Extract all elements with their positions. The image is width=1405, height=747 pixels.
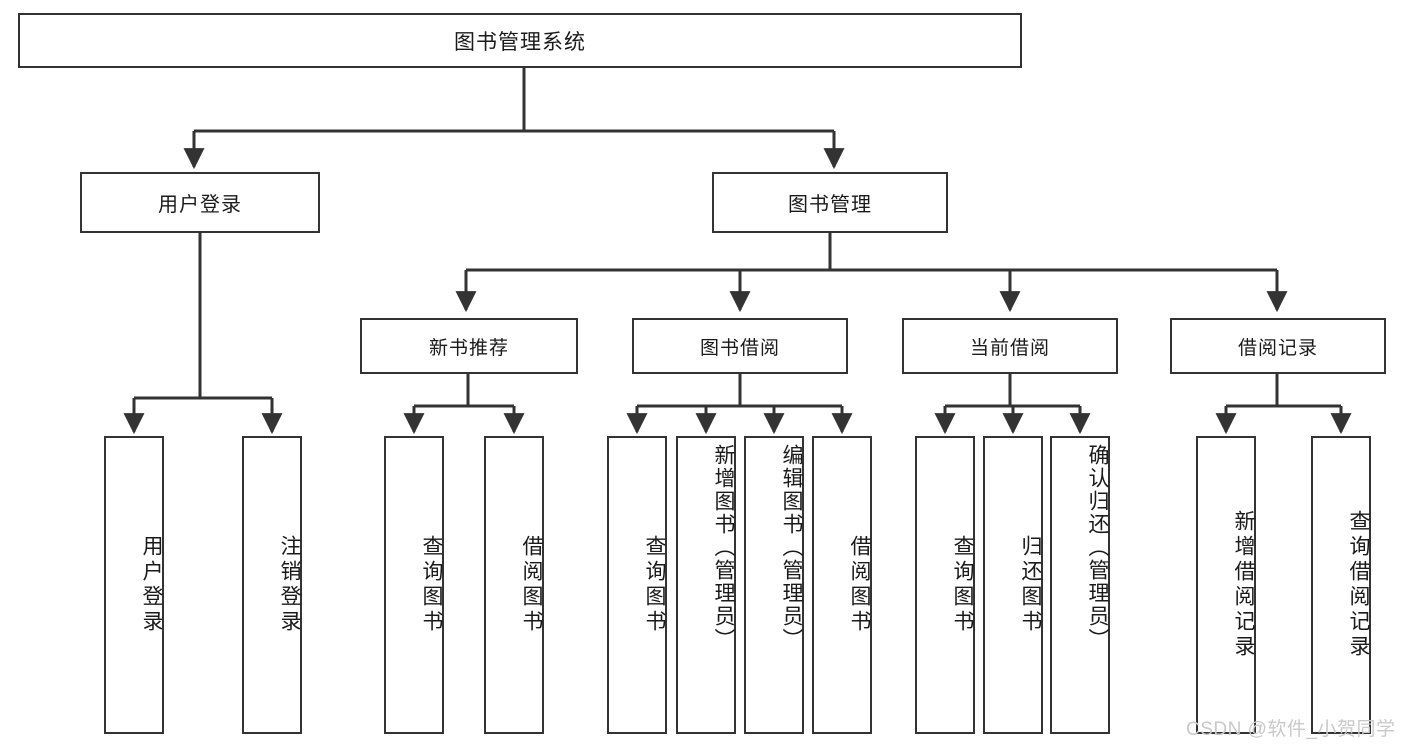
node-leaf-confirm-return-label: 确认归还（管理员） [1086,444,1109,651]
node-book-borrow[interactable]: 图书借阅 [632,318,848,374]
node-leaf-borrow-book-1-label: 借阅图书 [520,535,543,635]
node-leaf-query-book-3-label: 查询图书 [951,535,974,635]
node-root[interactable]: 图书管理系统 [18,13,1022,68]
node-leaf-user-login[interactable]: 用户登录 [104,436,164,734]
node-leaf-edit-book[interactable]: 编辑图书（管理员） [744,436,804,734]
node-book-manage-label: 图书管理 [788,194,872,216]
node-leaf-return-book[interactable]: 归还图书 [983,436,1043,734]
node-user-login-label: 用户登录 [158,194,242,216]
node-leaf-confirm-return[interactable]: 确认归还（管理员） [1050,436,1110,734]
node-borrow-record[interactable]: 借阅记录 [1170,318,1386,374]
node-leaf-query-book-3[interactable]: 查询图书 [915,436,975,734]
node-leaf-borrow-book-2[interactable]: 借阅图书 [812,436,872,734]
node-leaf-user-logout-label: 注销登录 [278,535,301,635]
node-leaf-user-login-label: 用户登录 [140,535,163,635]
node-current-borrow-label: 当前借阅 [969,337,1050,359]
node-leaf-borrow-book-2-label: 借阅图书 [848,535,871,635]
node-leaf-user-logout[interactable]: 注销登录 [242,436,302,734]
node-leaf-query-book-2[interactable]: 查询图书 [607,436,667,734]
node-leaf-query-record[interactable]: 查询借阅记录 [1311,436,1371,734]
node-leaf-query-record-label: 查询借阅记录 [1347,510,1370,660]
node-leaf-add-record[interactable]: 新增借阅记录 [1196,436,1256,734]
node-current-borrow[interactable]: 当前借阅 [902,318,1118,374]
node-new-book-rec[interactable]: 新书推荐 [360,318,578,374]
node-leaf-edit-book-label: 编辑图书（管理员） [780,444,803,651]
node-leaf-borrow-book-1[interactable]: 借阅图书 [484,436,544,734]
node-borrow-record-label: 借阅记录 [1237,337,1318,359]
node-leaf-add-record-label: 新增借阅记录 [1232,510,1255,660]
node-leaf-query-book-2-label: 查询图书 [643,535,666,635]
node-book-manage[interactable]: 图书管理 [712,172,948,233]
watermark: CSDN @软件_小贺同学 [1186,719,1396,740]
node-book-borrow-label: 图书借阅 [699,337,780,359]
node-leaf-query-book-1[interactable]: 查询图书 [384,436,444,734]
node-new-book-rec-label: 新书推荐 [428,337,509,359]
node-root-label: 图书管理系统 [454,30,586,54]
node-leaf-query-book-1-label: 查询图书 [420,535,443,635]
node-leaf-add-book[interactable]: 新增图书（管理员） [676,436,736,734]
node-leaf-add-book-label: 新增图书（管理员） [712,444,735,651]
node-leaf-return-book-label: 归还图书 [1019,535,1042,635]
node-user-login[interactable]: 用户登录 [80,172,320,233]
